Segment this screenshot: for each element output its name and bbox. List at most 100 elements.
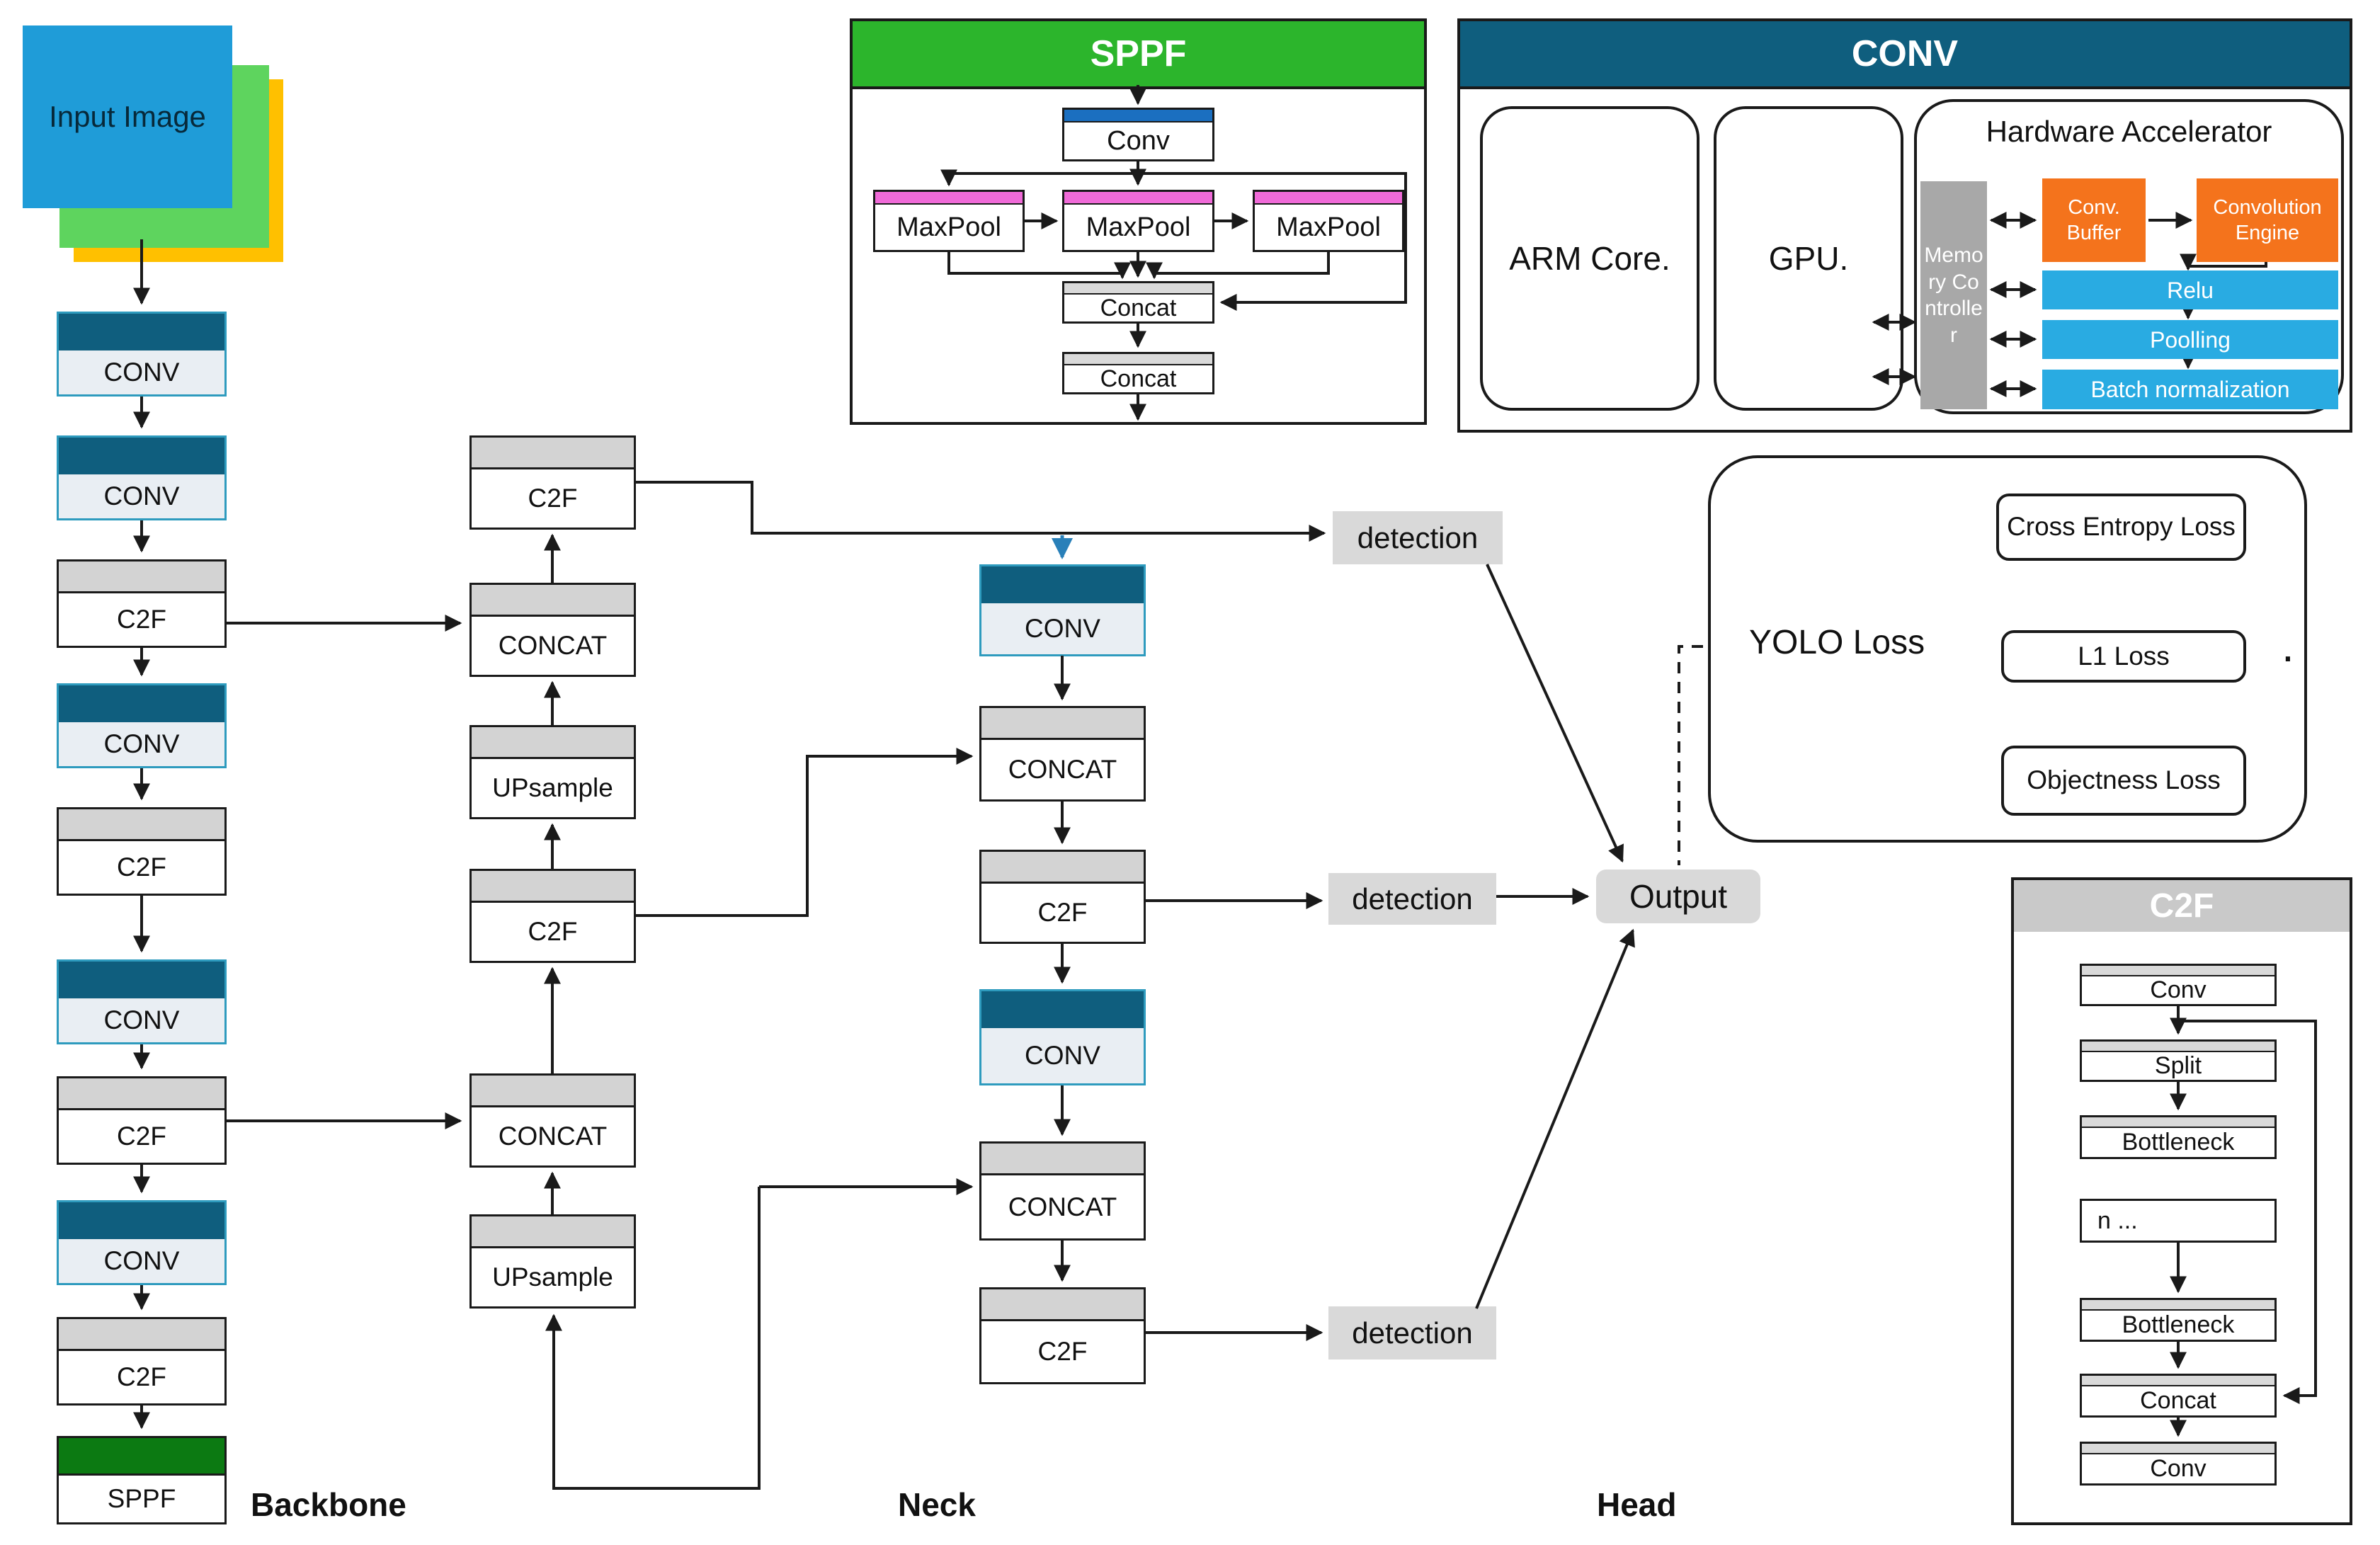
backbone-c2f-2: C2F [57, 807, 227, 896]
arm-core-label: ARM Core. [1509, 240, 1670, 277]
c2f-split: Split [2080, 1039, 2277, 1082]
header-strip [2082, 1300, 2274, 1311]
sppf-maxpool-1: MaxPool [873, 190, 1025, 252]
detection-label: detection [1352, 1316, 1473, 1350]
output-label: Output [1629, 878, 1728, 915]
neck-concat-right-2: CONCAT [979, 1141, 1146, 1241]
hardware-accelerator-title: Hardware Accelerator [1986, 115, 2272, 148]
section-label-backbone: Backbone [251, 1486, 406, 1523]
memory-controller-box: Memory Controller [1920, 181, 1987, 409]
block-label: C2F [1037, 1337, 1088, 1366]
header-strip [472, 1076, 634, 1107]
header-strip [2082, 1117, 2274, 1128]
sppf-concat-2: Concat [1062, 352, 1214, 394]
neck-c2f-right-1: C2F [979, 850, 1146, 944]
neck-c2f-mid: C2F [469, 869, 636, 963]
input-image-label: Input Image [49, 100, 206, 133]
block-label: C2F [117, 1362, 166, 1391]
neck-conv-bottom: CONV [979, 989, 1146, 1085]
block-label: C2F [117, 1122, 166, 1151]
pooling-label: Poolling [2150, 326, 2231, 353]
batch-normalization-label: Batch normalization [2090, 377, 2290, 402]
relu-box: Relu [2042, 270, 2338, 309]
block-label: Split [2154, 1052, 2202, 1079]
neck-concat-2: CONCAT [469, 1073, 636, 1168]
c2f-bottleneck-1: Bottleneck [2080, 1115, 2277, 1159]
neck-concat-1: CONCAT [469, 583, 636, 677]
section-label-head: Head [1597, 1486, 1677, 1523]
block-label: SPPF [107, 1484, 176, 1513]
header-strip [472, 1216, 634, 1248]
conv-panel-header: CONV [1460, 21, 2350, 89]
sppf-maxpool-3: MaxPool [1253, 190, 1404, 252]
loss-item-label: L1 Loss [2078, 641, 2170, 671]
header-strip [59, 1202, 224, 1239]
sppf-panel-header: SPPF [853, 21, 1424, 89]
block-label: UPsample [492, 1262, 613, 1292]
block-label: Bottleneck [2122, 1311, 2235, 1338]
block-label: CONV [103, 358, 180, 387]
conv-panel-title: CONV [1851, 33, 1959, 74]
detection-label: detection [1352, 882, 1473, 916]
detection-node-1: detection [1333, 511, 1503, 564]
convolution-engine-box: Convolution Engine [2197, 178, 2338, 262]
loss-period: . [2282, 620, 2294, 671]
block-label: Bottleneck [2122, 1129, 2235, 1156]
c2f-conv-2: Conv [2080, 1442, 2277, 1486]
cross-entropy-loss-box: Cross Entropy Loss [1996, 494, 2246, 561]
input-image-stack: Input Image [23, 25, 283, 262]
neck-c2f-right-2: C2F [979, 1287, 1146, 1384]
memory-controller-label: Memory Controller [1924, 244, 1983, 347]
backbone-sppf: SPPF [57, 1436, 227, 1524]
header-strip [1064, 283, 1212, 295]
neck-concat-right-1: CONCAT [979, 706, 1146, 802]
l1-loss-box: L1 Loss [2001, 630, 2246, 683]
header-strip [2082, 1042, 2274, 1052]
header-strip [59, 1319, 224, 1351]
header-strip [2082, 1444, 2274, 1454]
header-strip [981, 991, 1144, 1028]
relu-label: Relu [2167, 277, 2214, 303]
header-strip [981, 566, 1144, 603]
backbone-conv-2: CONV [57, 435, 227, 520]
header-strip [1064, 110, 1212, 122]
gpu-label: GPU. [1768, 240, 1849, 277]
header-strip [59, 438, 224, 474]
block-label: UPsample [492, 773, 613, 802]
header-strip [472, 585, 634, 617]
output-node: Output [1596, 870, 1760, 923]
header-strip [472, 727, 634, 759]
header-strip [59, 1078, 224, 1110]
c2f-panel-title: C2F [2149, 887, 2214, 925]
neck-conv-top: CONV [979, 564, 1146, 656]
header-strip [981, 1289, 1144, 1321]
header-strip [1255, 192, 1402, 205]
block-label: C2F [117, 853, 166, 882]
c2f-conv-1: Conv [2080, 964, 2277, 1006]
header-strip [472, 438, 634, 469]
block-label: MaxPool [896, 212, 1001, 242]
gpu-box: GPU. [1714, 106, 1903, 411]
block-label: CONCAT [498, 631, 608, 660]
backbone-conv-4: CONV [57, 959, 227, 1044]
detection-label: detection [1357, 520, 1479, 554]
block-label: CONV [103, 481, 180, 511]
header-strip [1064, 354, 1212, 365]
block-label: CONV [1025, 614, 1100, 643]
c2f-panel-header: C2F [2014, 880, 2350, 932]
conv-buffer-label: Conv. Buffer [2066, 195, 2122, 244]
header-strip [59, 1438, 224, 1476]
header-strip [472, 871, 634, 903]
header-strip [59, 962, 224, 998]
convolution-engine-label: Convolution Engine [2213, 195, 2322, 244]
yolo-loss-title: YOLO Loss [1749, 624, 1925, 661]
block-label: n ... [2097, 1207, 2138, 1234]
section-label-neck: Neck [898, 1486, 976, 1523]
header-strip [875, 192, 1023, 205]
arm-core-box: ARM Core. [1480, 106, 1699, 411]
header-strip [59, 809, 224, 841]
block-label: Concat [1100, 365, 1177, 392]
header-strip [59, 685, 224, 722]
backbone-conv-5: CONV [57, 1200, 227, 1285]
